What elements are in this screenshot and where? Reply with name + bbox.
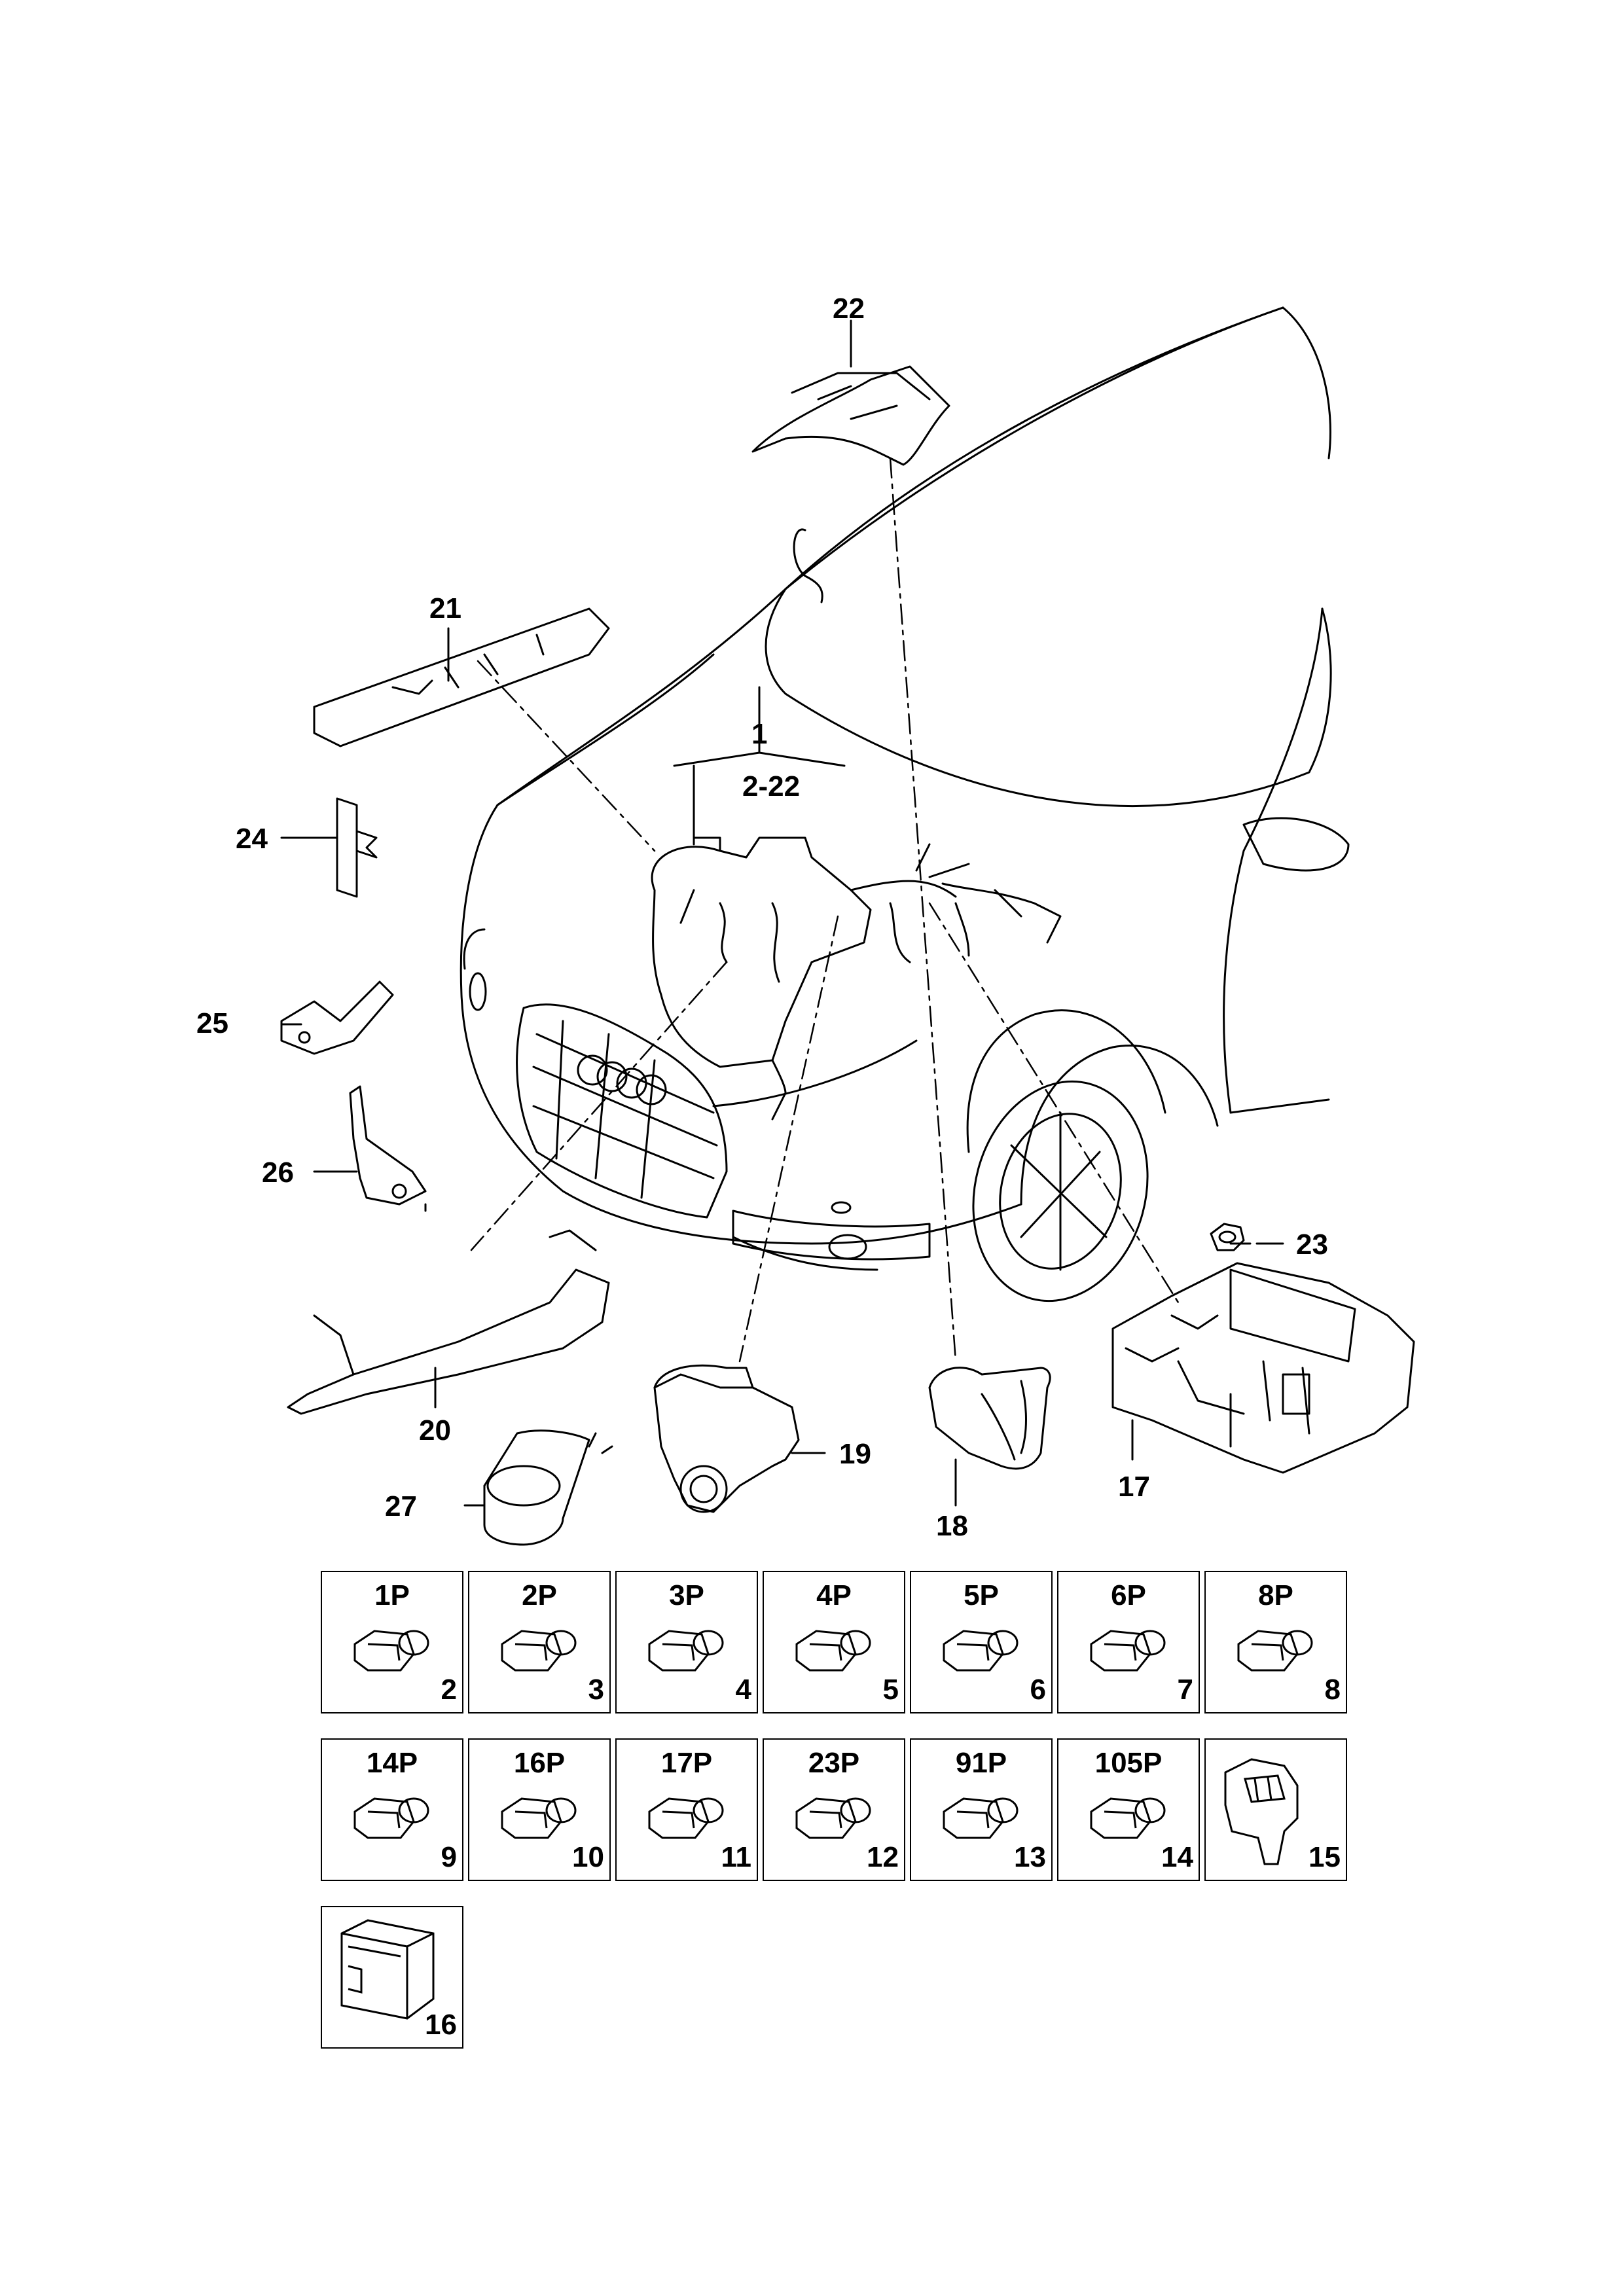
callout-20: 20 (419, 1414, 451, 1446)
pin-count-label: 17P (660, 1747, 713, 1779)
callout-27: 27 (385, 1490, 417, 1522)
part-number-label: 16 (425, 2009, 457, 2041)
part-17-fusebox (1111, 1262, 1415, 1474)
pin-count-label: 6P (1111, 1579, 1146, 1611)
part-number-label: 4 (735, 1674, 751, 1706)
connector-box-15: 15 (1204, 1738, 1347, 1881)
pin-count-label: 105P (1094, 1747, 1163, 1779)
part-number-label: 8 (1324, 1674, 1341, 1706)
pin-count-label: 1P (374, 1579, 410, 1611)
callout-18: 18 (936, 1510, 968, 1542)
connector-box-5p: 5P 6 (910, 1571, 1053, 1713)
wiring-harness-illustration (651, 836, 1062, 1121)
part-26-bracket (349, 1085, 427, 1206)
connector-box-105p: 105P 14 (1057, 1738, 1200, 1881)
part-number-label: 13 (1014, 1841, 1046, 1873)
connector-icon (1237, 1630, 1313, 1672)
part-22-cover (751, 365, 950, 466)
part-24-bracket (336, 797, 378, 898)
part-25-clip (280, 980, 394, 1055)
part-19-housing (653, 1364, 800, 1513)
part-number-label: 12 (867, 1841, 899, 1873)
connector-box-14p: 14P 9 (321, 1738, 463, 1881)
part-number-label: 5 (882, 1674, 899, 1706)
part-number-label: 14 (1161, 1841, 1193, 1873)
part-number-label: 11 (721, 1841, 751, 1873)
connector-icon (1090, 1630, 1166, 1672)
dashdot-leader-lines (470, 457, 1180, 1363)
pin-count-label: 3P (669, 1579, 704, 1611)
leader-lines (280, 319, 1284, 1507)
control-unit-icon (340, 1919, 435, 2020)
callout-24: 24 (236, 823, 268, 855)
connector-icon (353, 1797, 429, 1839)
connector-box-4p: 4P 5 (763, 1571, 905, 1713)
pin-count-label: 4P (816, 1579, 852, 1611)
callout-23: 23 (1296, 1229, 1328, 1261)
part-number-label: 2 (441, 1674, 457, 1706)
part-number-label: 7 (1177, 1674, 1193, 1706)
pin-count-label: 8P (1258, 1579, 1293, 1611)
callout-26: 26 (262, 1157, 294, 1189)
connector-box-23p: 23P 12 (763, 1738, 905, 1881)
connector-icon (795, 1630, 871, 1672)
connector-icon (501, 1630, 577, 1672)
connector-box-2p: 2P 3 (468, 1571, 611, 1713)
part-number-label: 9 (441, 1841, 457, 1873)
connector-icon (943, 1630, 1019, 1672)
callout-19: 19 (839, 1438, 871, 1470)
callout-22: 22 (833, 293, 865, 325)
connector-box-1p: 1P 2 (321, 1571, 463, 1713)
connector-box-6p: 6P 7 (1057, 1571, 1200, 1713)
callout-25: 25 (196, 1007, 228, 1039)
part-21-holder (313, 607, 610, 747)
part-27-relay (483, 1429, 613, 1546)
connector-icon (795, 1797, 871, 1839)
part-number-label: 15 (1308, 1841, 1341, 1873)
connector-box-91p: 91P 13 (910, 1738, 1053, 1881)
pin-count-label: 91P (955, 1747, 1007, 1779)
connector-icon (353, 1630, 429, 1672)
car-illustration (460, 306, 1350, 1302)
callout-1-range: 2-22 (742, 770, 801, 802)
connector-box-17p: 17P 11 (615, 1738, 758, 1881)
pin-count-label: 5P (964, 1579, 999, 1611)
part-number-label: 3 (588, 1674, 604, 1706)
connector-box-3p: 3P 4 (615, 1571, 758, 1713)
connector-icon (1090, 1797, 1166, 1839)
pin-count-label: 14P (366, 1747, 418, 1779)
connector-box-8p: 8P 8 (1204, 1571, 1347, 1713)
connector-box-16: 16 (321, 1906, 463, 2049)
connector-icon (501, 1797, 577, 1839)
connector-icon (648, 1630, 724, 1672)
pin-count-label: 23P (808, 1747, 860, 1779)
callout-1: 1 (751, 718, 768, 750)
part-number-label: 10 (572, 1841, 604, 1873)
pin-count-label: 16P (513, 1747, 566, 1779)
part-number-label: 6 (1030, 1674, 1046, 1706)
part-20-duct (287, 1229, 610, 1415)
callout-17: 17 (1118, 1471, 1150, 1503)
pin-count-label: 2P (522, 1579, 557, 1611)
callout-21: 21 (429, 592, 461, 624)
connector-icon (943, 1797, 1019, 1839)
part-18-grommet (928, 1367, 1051, 1470)
connector-icon (648, 1797, 724, 1839)
connector-box-16p: 16P 10 (468, 1738, 611, 1881)
part-23-nut (1210, 1223, 1245, 1251)
connector-housing-icon (1224, 1758, 1299, 1865)
